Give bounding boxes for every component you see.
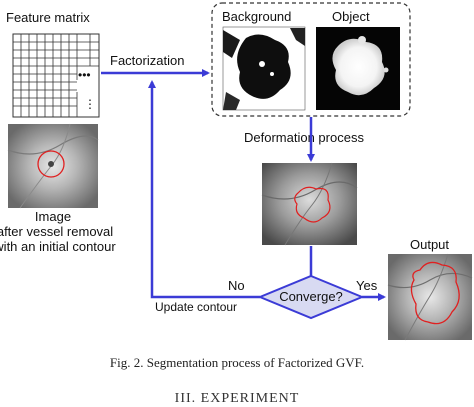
update-contour-loop-arrow [148, 80, 260, 299]
image-caption-line-1: Image [35, 209, 71, 224]
output-retina-image [387, 253, 473, 341]
image-caption-line-3: with an initial contour [0, 239, 116, 254]
object-image [316, 27, 400, 110]
no-label: No [228, 278, 245, 293]
output-label: Output [410, 237, 449, 252]
factorization-result-box [211, 2, 411, 117]
image-caption-line-2: after vessel removal [0, 224, 113, 239]
background-label: Background [222, 9, 291, 24]
figure-caption: Fig. 2. Segmentation process of Factoriz… [110, 355, 364, 370]
feature-matrix-grid [12, 33, 100, 118]
background-image [222, 26, 306, 111]
section-heading: III. EXPERIMENT [175, 391, 300, 406]
converge-decision [257, 274, 365, 320]
factorization-label: Factorization [110, 53, 184, 68]
deformation-process-label: Deformation process [244, 130, 364, 145]
matrix-horizontal-dots: ••• [78, 68, 91, 82]
converge-label: Converge? [279, 289, 343, 304]
intermediate-contour [294, 186, 331, 223]
feature-matrix-label: Feature matrix [6, 10, 90, 25]
yes-label: Yes [356, 278, 378, 293]
matrix-vertical-dots: ⋮ [84, 97, 96, 111]
output-contour [410, 261, 460, 325]
intermediate-retina-image [261, 162, 358, 246]
input-retina-image [7, 123, 99, 209]
object-label: Object [332, 9, 370, 24]
initial-contour [37, 150, 65, 178]
update-contour-label: Update contour [155, 300, 237, 314]
